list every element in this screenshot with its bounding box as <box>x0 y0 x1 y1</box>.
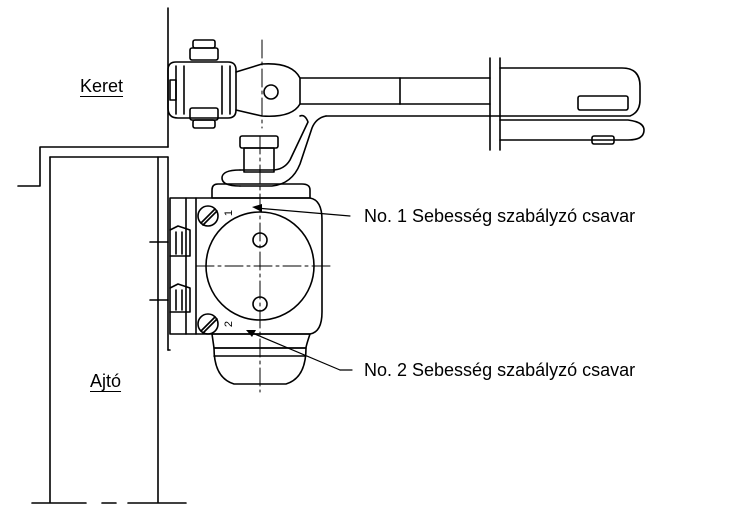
screw-1-mark: 1 <box>223 209 236 217</box>
frame-outline <box>18 8 168 186</box>
speed-screw-1 <box>198 206 218 226</box>
upper-arm <box>236 64 400 116</box>
valve-blocks <box>150 226 190 312</box>
door-outline <box>32 157 186 503</box>
lower-arm <box>222 116 500 186</box>
leader-lines <box>246 204 352 370</box>
speed-screw-2 <box>198 314 218 334</box>
screw-2-label: No. 2 Sebesség szabályzó csavar <box>364 360 636 380</box>
door-label: Ajtó <box>90 371 122 391</box>
frame-label: Keret <box>80 76 124 96</box>
screw-2-mark: 2 <box>223 320 236 328</box>
center-lines <box>196 40 330 392</box>
frame-bracket <box>168 40 236 128</box>
screw-1-label: No. 1 Sebesség szabályzó csavar <box>364 206 636 226</box>
arm-extension <box>400 58 644 150</box>
closer-body <box>170 184 322 384</box>
